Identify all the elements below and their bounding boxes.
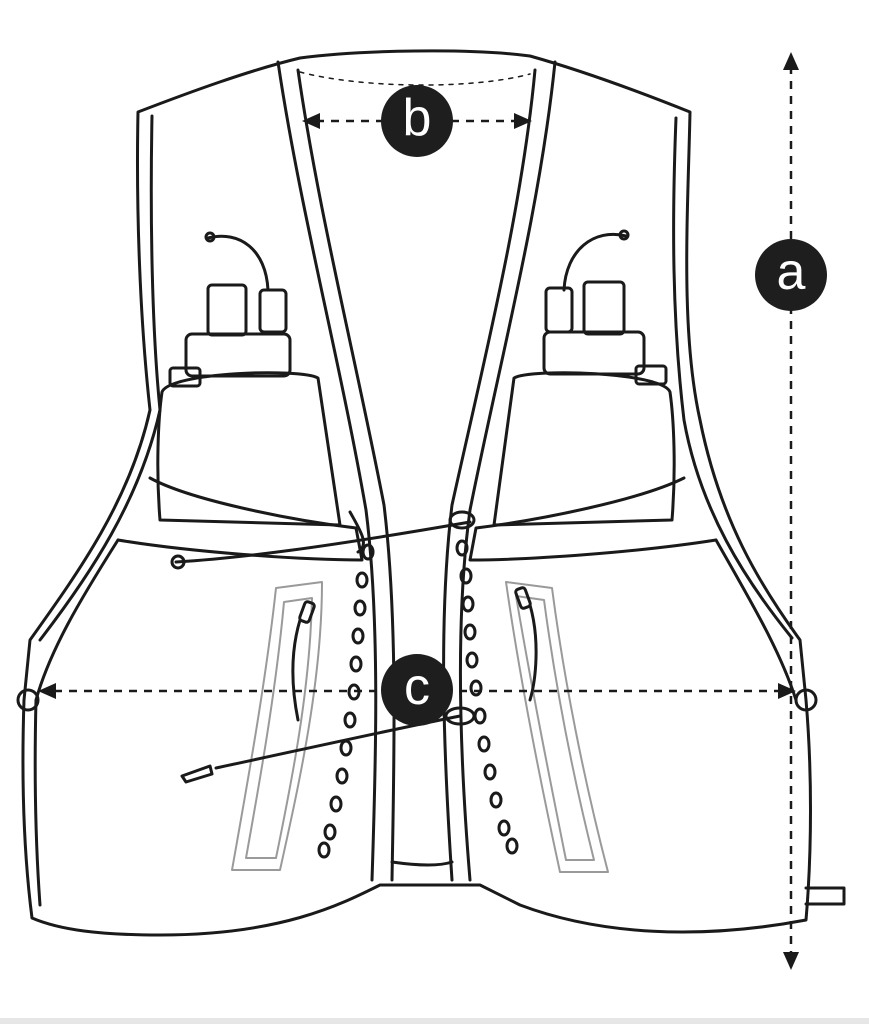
dimension-a-badge: a [755,239,827,311]
left-zipper-pull [291,600,316,722]
back-hem [390,860,454,867]
dimension-a-arrow-bottom [783,952,799,970]
dimension-c-arrow-right [778,683,796,699]
left-armhole-trim [38,114,162,642]
right-zip-pocket-inner [515,595,595,861]
right-pocket [468,476,718,562]
left-lacing-loops [317,543,375,859]
left-neck-trim-inner [296,68,396,882]
left-neck-trim-outer [276,60,378,882]
left-pocket [116,476,364,562]
right-zip-pocket [505,581,609,873]
left-soft-flask [156,231,342,527]
right-pocket-panel [714,538,798,702]
left-zip-pocket [231,581,323,871]
bottom-divider [0,1018,869,1024]
right-armhole-trim [672,116,794,640]
right-soft-flask [492,229,676,527]
dimension-b-arrow-left [302,113,320,129]
left-zip-pocket-inner [245,597,313,859]
upper-sternum-cord [170,510,476,570]
dimension-b-badge: b [381,85,453,157]
left-pocket-panel [33,538,120,907]
right-side-tab [804,886,846,906]
dimension-c-badge: c [381,654,453,726]
back-collar [299,71,531,86]
dimension-b-arrow-right [514,113,532,129]
right-lacing-loops [455,539,519,855]
right-zipper-pull [514,586,538,702]
dimension-a-arrow-top [783,52,799,70]
right-side-adjuster [794,688,818,712]
right-neck-trim-outer [459,60,557,882]
left-side-adjuster [16,688,40,712]
right-neck-trim-inner [442,68,537,882]
vest-outline [21,49,812,937]
dimension-c-arrow-left [38,683,56,699]
